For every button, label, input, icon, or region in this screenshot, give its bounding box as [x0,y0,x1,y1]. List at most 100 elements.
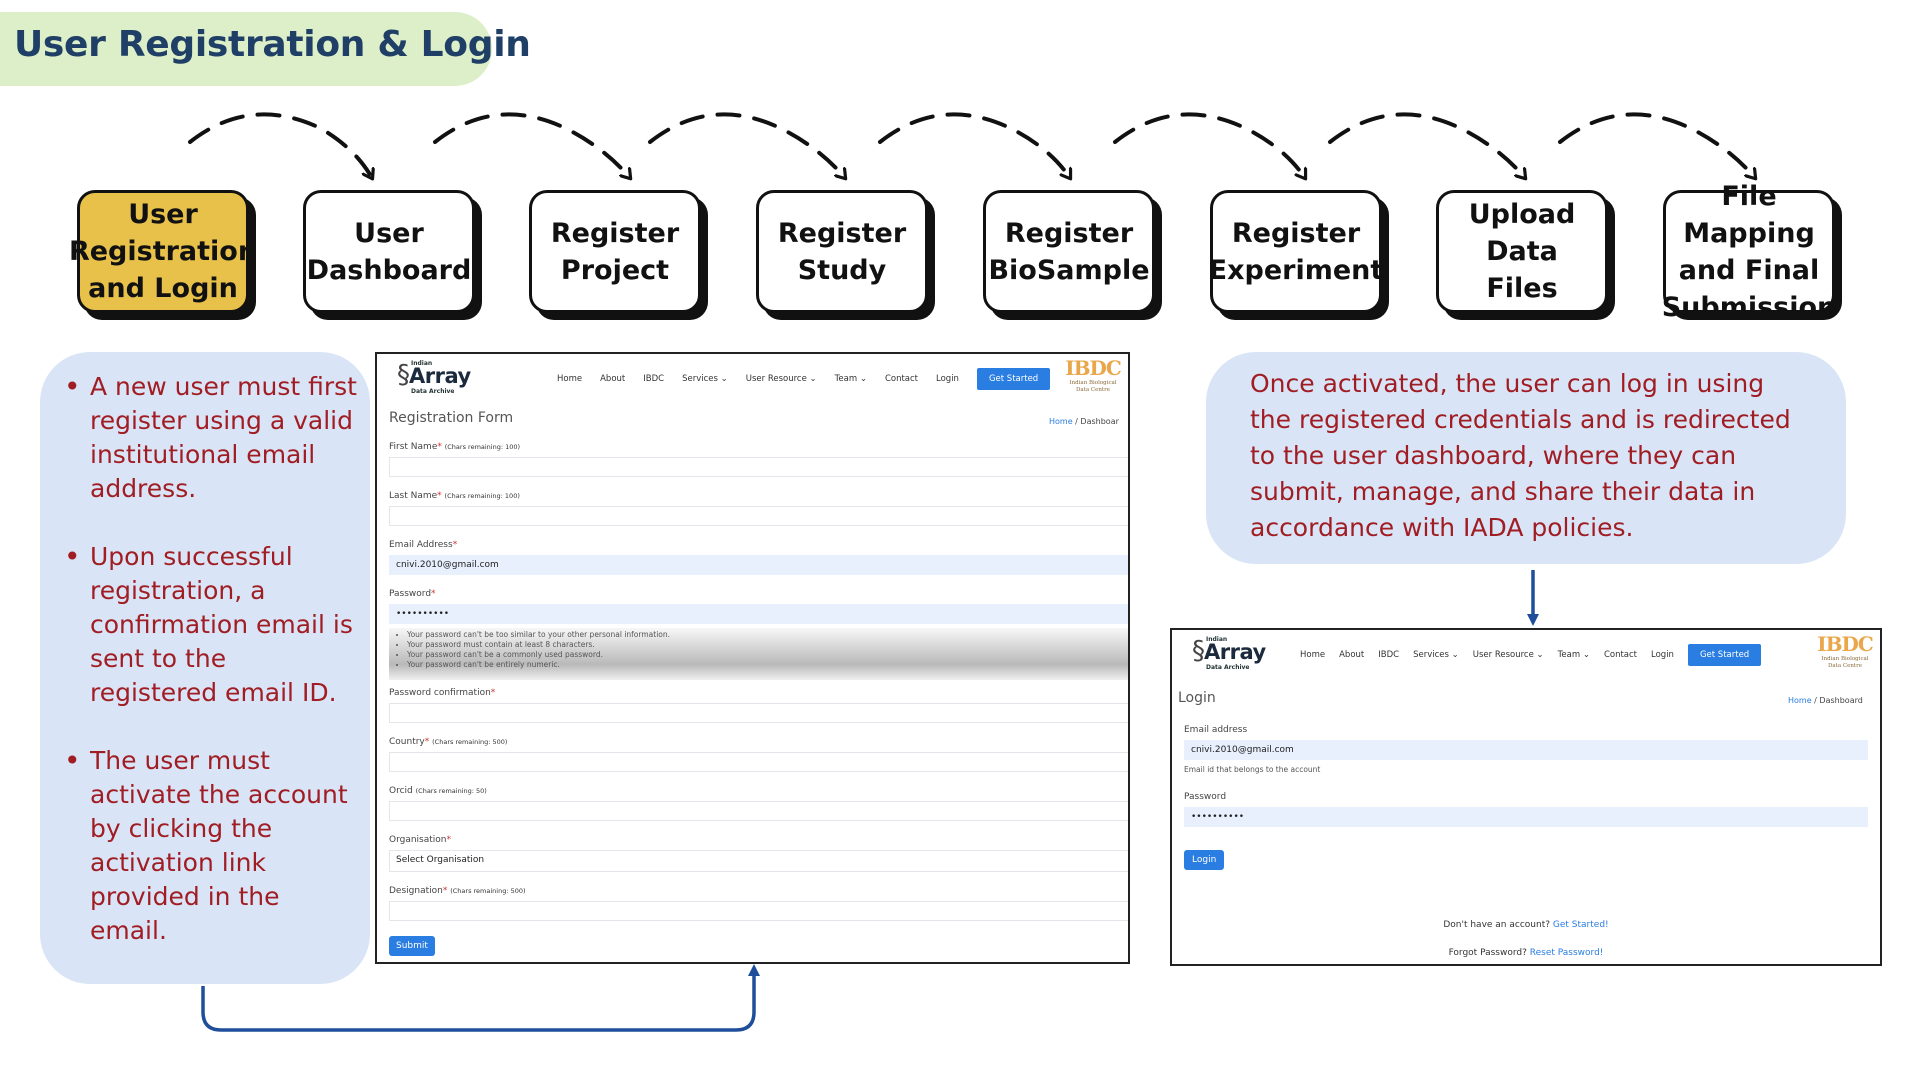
ibdc-logo: IBDC Indian Biological Data Centre [1816,632,1874,670]
email-label-text: Email Address [389,540,453,550]
submit-button[interactable]: Submit [389,936,435,956]
breadcrumb: Home / Dashboard [1788,696,1863,705]
designation-label-text: Designation [389,886,443,896]
step-label: File Mapping and Final Submission [1661,180,1837,323]
nav-ibdc[interactable]: IBDC [643,374,665,384]
last-name-field[interactable] [389,506,1128,526]
forgot-password-text: Forgot Password? [1448,948,1527,958]
email-field[interactable]: cnivi.2010@gmail.com [389,555,1128,575]
nav-contact[interactable]: Contact [1603,650,1638,660]
login-screenshot: § Indian Array Data Archive Home About I… [1170,628,1882,966]
login-password-label: Password [1184,792,1227,802]
breadcrumb-current: Dashboard [1819,696,1863,705]
chevron-down-icon: ⌄ [1582,650,1590,660]
password-confirmation-label-text: Password confirmation [389,688,491,698]
organisation-value: Select Organisation [396,855,485,865]
first-name-field[interactable] [389,457,1128,477]
step-label: Upload Data Files [1468,199,1576,304]
ibdc-logo-subtext: Indian Biological Data Centre [1821,656,1869,669]
get-started-link[interactable]: Get Started! [1552,920,1609,930]
login-info-bubble: Once activated, the user can log in usin… [1206,352,1846,564]
login-button[interactable]: Login [1184,850,1225,870]
login-password-value: •••••••••• [1191,812,1245,822]
nav-about[interactable]: About [600,374,626,384]
last-name-label: Last Name* (Chars remaining: 100) [389,491,520,501]
required-mark: * [490,688,496,698]
nav-services[interactable]: Services ⌄ [682,374,728,384]
nav-home[interactable]: Home [1300,650,1326,660]
logo-small-text: Indian [411,360,433,367]
orcid-label-text: Orcid [389,786,413,796]
breadcrumb-current: Dashboar [1080,417,1119,426]
last-name-label-text: Last Name [389,491,438,501]
step-label: User Dashboard [306,217,472,286]
organisation-label-text: Organisation [389,835,447,845]
reset-password-link[interactable]: Reset Password! [1529,948,1604,958]
get-started-button[interactable]: Get Started [976,368,1051,390]
step-label: Register Project [550,217,680,286]
password-confirmation-label: Password confirmation* [389,688,495,698]
login-email-value: cnivi.2010@gmail.com [1191,745,1294,755]
nav-user-resource[interactable]: User Resource ⌄ [746,374,817,384]
login-info-text: Once activated, the user can log in usin… [1250,369,1791,542]
get-started-button[interactable]: Get Started [1687,644,1762,666]
chevron-down-icon: ⌄ [720,374,728,384]
required-mark: * [452,540,458,550]
nav-contact[interactable]: Contact [884,374,919,384]
nav-team[interactable]: Team ⌄ [835,374,867,384]
organisation-label: Organisation* [389,835,451,845]
step-register-biosample: Register BioSample [983,190,1155,313]
step-upload-data-files: Upload Data Files [1436,190,1608,313]
nav-team-label: Team [1557,650,1581,660]
password-label-text: Password [389,589,432,599]
first-name-label-text: First Name [389,442,438,452]
dna-icon: § [1192,636,1205,666]
step-label: Register Experiment [1208,217,1384,286]
breadcrumb-separator: / [1075,417,1078,426]
email-value: cnivi.2010@gmail.com [396,560,499,570]
organisation-select[interactable]: Select Organisation [389,850,1128,872]
email-label: Email Address* [389,540,457,550]
required-mark: * [424,737,430,747]
nav-links: Home About IBDC Services ⌄ User Resource… [557,368,1051,390]
password-label: Password* [389,589,436,599]
nav-about[interactable]: About [1339,650,1365,660]
nav-services[interactable]: Services ⌄ [1413,650,1459,660]
password-confirmation-field[interactable] [389,703,1128,723]
page-title: User Registration & Login [14,24,531,65]
email-hint: Email id that belongs to the account [1184,765,1321,774]
chevron-down-icon: ⌄ [1536,650,1544,660]
email-address-label: Email address [1184,725,1248,735]
designation-field[interactable] [389,901,1128,921]
flow-arrow-7 [1558,112,1755,178]
password-rule: Your password can't be too similar to yo… [407,630,1128,640]
site-navbar: § Indian Array Data Archive Home About I… [377,354,1128,406]
breadcrumb-home[interactable]: Home [1788,696,1812,705]
char-counter: (Chars remaining: 500) [432,738,508,746]
flow-arrow-4 [878,112,1070,178]
orcid-field[interactable] [389,801,1128,821]
char-counter: (Chars remaining: 500) [450,887,526,895]
nav-user-resource-label: User Resource [745,374,807,384]
nav-user-resource[interactable]: User Resource ⌄ [1473,650,1544,660]
login-password-field[interactable]: •••••••••• [1184,807,1868,827]
nav-ibdc[interactable]: IBDC [1378,650,1400,660]
nav-login[interactable]: Login [1651,650,1674,660]
login-email-field[interactable]: cnivi.2010@gmail.com [1184,740,1868,760]
char-counter: (Chars remaining: 100) [444,443,521,451]
password-field[interactable]: •••••••••• [389,604,1128,624]
breadcrumb-home[interactable]: Home [1049,417,1073,426]
password-rule: Your password can't be a commonly used p… [407,650,1128,660]
nav-links: Home About IBDC Services ⌄ User Resource… [1300,644,1762,666]
ibdc-logo-subtext: Indian Biological Data Centre [1069,380,1117,393]
nav-team[interactable]: Team ⌄ [1558,650,1590,660]
required-mark: * [437,491,442,501]
nav-login[interactable]: Login [936,374,959,384]
nav-home[interactable]: Home [557,374,583,384]
country-field[interactable] [389,752,1128,772]
ibdc-logo-text: IBDC [1065,356,1122,380]
registration-heading: Registration Form [389,410,514,426]
nav-services-label: Services [682,374,718,384]
password-help: Your password can't be too similar to yo… [389,628,1128,680]
country-label: Country* (Chars remaining: 500) [389,737,507,747]
